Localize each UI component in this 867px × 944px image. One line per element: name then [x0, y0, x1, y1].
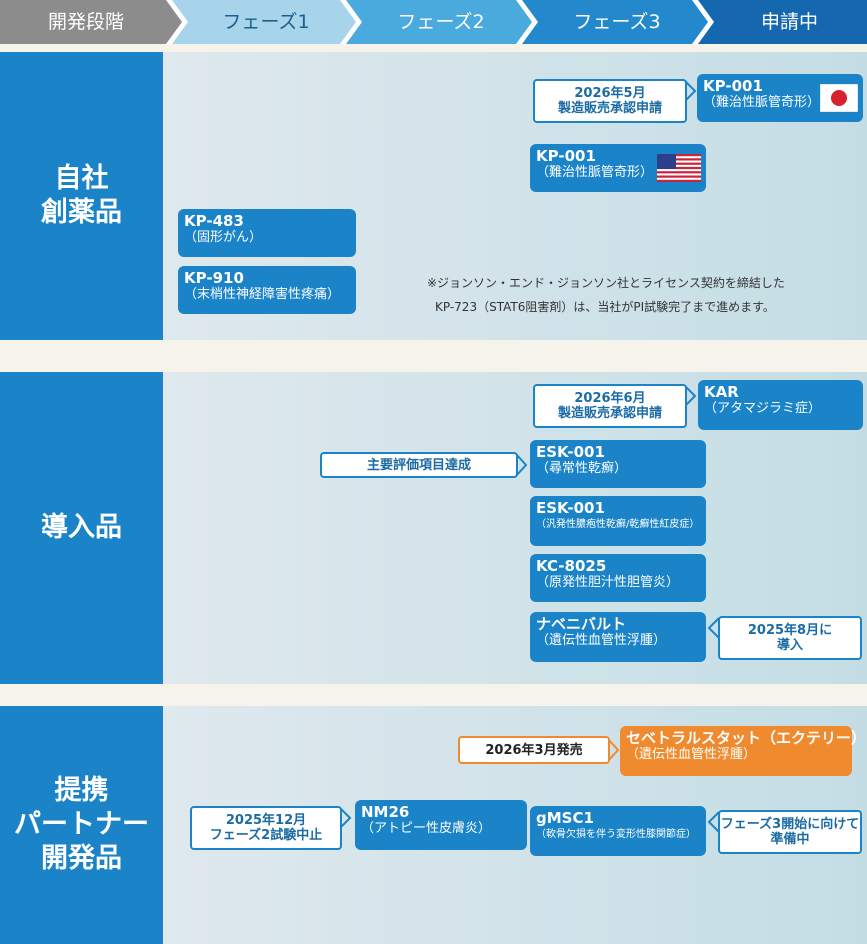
phase-label-stage: 開発段階 — [47, 11, 124, 33]
pipeline-card[interactable]: KP-483 （固形がん） — [178, 209, 356, 257]
drug-indication: （末梢性神経障害性疼痛） — [184, 287, 341, 302]
pipeline-card[interactable]: KP-910 （末梢性神経障害性疼痛） — [178, 266, 356, 314]
drug-indication: （アタマジラミ症） — [704, 401, 822, 416]
phase-label-1: フェーズ1 — [222, 11, 310, 33]
drug-name: セベトラルスタット（エクテリー） — [626, 729, 867, 747]
drug-name: KAR — [704, 383, 739, 401]
drug-name: NM26 — [361, 803, 410, 821]
phase-arrow-1 — [172, 0, 356, 44]
phase-label-3: フェーズ3 — [573, 11, 661, 33]
footnote-line-1: ※ジョンソン・エンド・ジョンソン社とライセンス契約を締結した — [427, 276, 785, 290]
pipeline-card[interactable]: NM26 （アトピー性皮膚炎） — [355, 800, 527, 850]
section-title: 提携 パートナー 開発品 — [14, 775, 149, 874]
phase-arrow-3 — [522, 0, 708, 44]
note-pointer — [707, 811, 720, 833]
phase-header: 開発段階 フェーズ1 フェーズ2 フェーズ3 申請中 — [0, 0, 867, 44]
note-filing-date: 2026年5月 製造販売承認申請 — [533, 79, 687, 123]
drug-indication: （汎発性膿疱性乾癬/乾癬性紅皮症） — [536, 519, 700, 530]
drug-indication: （固形がん） — [184, 230, 263, 245]
note-phase3-prep: フェーズ3開始に向けて 準備中 — [718, 810, 862, 854]
drug-name: ESK-001 — [536, 499, 605, 517]
note-discontinued: 2025年12月 フェーズ2試験中止 — [190, 806, 342, 850]
section-title: 自社 創薬品 — [41, 163, 122, 228]
drug-indication: （難治性脈管奇形） — [703, 95, 821, 110]
phase-arrows — [0, 0, 867, 44]
note-pointer — [516, 453, 528, 477]
drug-indication: （軟骨欠損を伴う変形性膝関節症） — [536, 829, 696, 840]
phase-label-2: フェーズ2 — [397, 11, 485, 33]
note-licensing-date: 2025年8月に 導入 — [718, 616, 862, 660]
drug-indication: （原発性胆汁性胆管炎） — [536, 575, 680, 590]
spacer — [0, 684, 867, 706]
section-label-box: 導入品 — [0, 372, 163, 684]
pipeline-card[interactable]: ESK-001 （尋常性乾癬） — [530, 440, 706, 488]
drug-indication: （遺伝性血管性浮腫） — [626, 747, 757, 762]
section-title: 導入品 — [41, 512, 122, 543]
pipeline-card[interactable]: ナベニバルト （遺伝性血管性浮腫） — [530, 612, 706, 662]
note-filing-date: 2026年6月 製造販売承認申請 — [533, 384, 687, 428]
drug-indication: （遺伝性血管性浮腫） — [536, 633, 667, 648]
drug-name: KP-483 — [184, 212, 244, 230]
note-pointer — [707, 617, 720, 639]
note-launch-date: 2026年3月発売 — [458, 736, 610, 764]
pipeline-card[interactable]: KP-001 （難治性脈管奇形） — [530, 144, 706, 192]
drug-indication: （難治性脈管奇形） — [536, 165, 654, 180]
drug-name: KP-001 — [703, 77, 763, 95]
note-pointer — [608, 738, 620, 762]
footnote-line-2: KP-723（STAT6阻害剤）は、当社がPI試験完了まで進めます。 — [435, 300, 775, 314]
spacer — [0, 44, 867, 52]
drug-indication: （尋常性乾癬） — [536, 461, 628, 476]
note-pointer — [685, 385, 697, 407]
pipeline-card[interactable]: KC-8025 （原発性胆汁性胆管炎） — [530, 554, 706, 602]
drug-indication: （アトピー性皮膚炎） — [361, 821, 492, 836]
usa-flag-icon — [657, 154, 701, 182]
pipeline-card[interactable]: KP-001 （難治性脈管奇形） — [697, 74, 863, 122]
drug-name: KP-001 — [536, 147, 596, 165]
drug-name: gMSC1 — [536, 809, 594, 827]
section-in-house: 自社 創薬品 2026年5月 製造販売承認申請 KP-001 （難治性脈管奇形）… — [0, 52, 867, 340]
pipeline-card[interactable]: セベトラルスタット（エクテリー） （遺伝性血管性浮腫） — [620, 726, 867, 776]
japan-flag-icon — [820, 84, 858, 112]
section-partner: 提携 パートナー 開発品 2026年3月発売 セベトラルスタット（エクテリー） … — [0, 706, 867, 944]
pipeline-card[interactable]: KAR （アタマジラミ症） — [698, 380, 863, 430]
spacer — [0, 340, 867, 372]
phase-arrow-stage — [0, 0, 182, 44]
section-label-box: 自社 創薬品 — [0, 52, 163, 340]
drug-name: ESK-001 — [536, 443, 605, 461]
drug-name: KC-8025 — [536, 557, 607, 575]
note-primary-endpoint: 主要評価項目達成 — [320, 452, 518, 478]
note-pointer — [685, 80, 697, 102]
pipeline-card[interactable]: ESK-001 （汎発性膿疱性乾癬/乾癬性紅皮症） — [530, 496, 706, 546]
phase-arrow-filing — [698, 0, 867, 44]
section-in-licensed: 導入品 2026年6月 製造販売承認申請 KAR （アタマジラミ症） 主要評価項… — [0, 372, 867, 684]
drug-name: KP-910 — [184, 269, 244, 287]
section-label-box: 提携 パートナー 開発品 — [0, 706, 163, 944]
phase-arrow-2 — [346, 0, 532, 44]
drug-name: ナベニバルト — [536, 615, 627, 633]
note-pointer — [340, 807, 352, 829]
pipeline-card[interactable]: gMSC1 （軟骨欠損を伴う変形性膝関節症） — [530, 806, 706, 856]
phase-label-filing: 申請中 — [760, 11, 818, 33]
